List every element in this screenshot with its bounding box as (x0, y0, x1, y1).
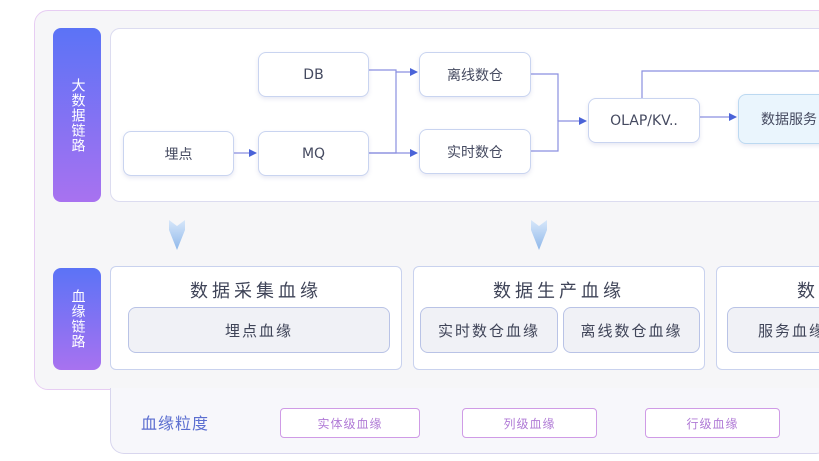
bigdata-chain-label: 大数据链路 (53, 28, 101, 202)
card-produce-lineage: 数据生产血缘 实时数仓血缘 离线数仓血缘 (413, 266, 705, 370)
edge-realtime-olap (531, 117, 587, 152)
lineage-chain-label: 血缘链路 (53, 268, 101, 370)
down-arrow-left (169, 220, 185, 250)
card-collect-title: 数据采集血缘 (190, 281, 322, 302)
card-produce-title: 数据生产血缘 (493, 281, 625, 302)
edge-db-offline (369, 68, 418, 76)
node-maidian: 埋点 (123, 131, 234, 176)
edge-offline-olap (531, 73, 559, 121)
edge-olap-top (641, 70, 819, 98)
node-offline-warehouse: 离线数仓 (419, 52, 531, 97)
granularity-label: 血缘粒度 (141, 414, 210, 433)
node-db: DB (258, 52, 369, 97)
granularity-column: 列级血缘 (462, 408, 597, 438)
sub-maidian-lineage: 埋点血缘 (128, 307, 390, 353)
sub-offline-lineage: 离线数仓血缘 (563, 307, 700, 353)
down-arrow-middle (531, 220, 547, 250)
card-collect-lineage: 数据采集血缘 埋点血缘 (110, 266, 402, 370)
node-realtime-warehouse: 实时数仓 (419, 129, 531, 174)
card-service-title: 数据 (797, 281, 819, 302)
edge-mq-offline (369, 72, 397, 154)
node-olap-kv: OLAP/KV.. (588, 98, 700, 143)
card-service-lineage: 数据 服务血缘 (716, 266, 819, 370)
granularity-row: 行级血缘 (645, 408, 780, 438)
node-mq: MQ (258, 131, 369, 176)
granularity-entity: 实体级血缘 (280, 408, 420, 438)
sub-service-lineage: 服务血缘 (727, 307, 819, 353)
sub-realtime-lineage: 实时数仓血缘 (420, 307, 558, 353)
node-data-service: 数据服务 (738, 94, 819, 144)
